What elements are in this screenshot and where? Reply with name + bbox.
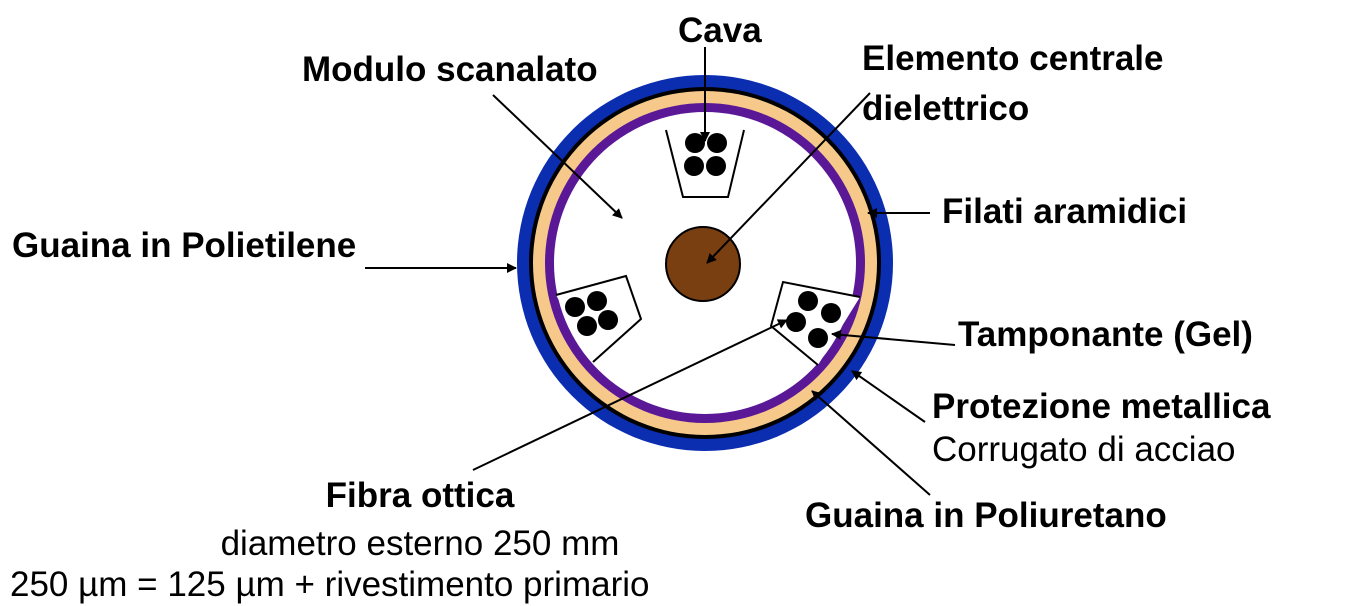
fiber-dot (707, 133, 727, 153)
label-elemento-centrale-line1: Elemento centrale (862, 39, 1164, 78)
fiber-dot (684, 156, 704, 176)
label-fibra-ottica: Fibra ottica (325, 476, 515, 515)
label-protezione-metallica: Protezione metallica (932, 387, 1271, 426)
central-dielectric-element (665, 226, 741, 302)
label-guaina-poliuretano: Guaina in Poliuretano (805, 496, 1167, 535)
arrow-tamponante (831, 329, 956, 346)
label-modulo-scanalato: Modulo scanalato (302, 50, 598, 89)
fiber-dot (821, 303, 841, 323)
fiber-dot (598, 310, 618, 330)
label-tamponante: Tamponante (Gel) (958, 315, 1253, 354)
label-corrugato: Corrugato di acciao (932, 430, 1236, 469)
fiber-dot (587, 291, 607, 311)
label-formula: 250 µm = 125 µm + rivestimento primario (10, 565, 650, 604)
fiber-dot (706, 156, 726, 176)
fiber-dot (565, 297, 585, 317)
label-guaina-polietilene: Guaina in Polietilene (12, 226, 357, 265)
arrow-modulo-scanalato (492, 94, 623, 219)
arrow-elemento-centrale (706, 92, 871, 264)
top-slot (665, 129, 745, 198)
arrow-guaina-poliuretano (811, 390, 931, 496)
label-diametro: diametro esterno 250 mm (220, 524, 620, 563)
label-cava: Cava (678, 11, 762, 50)
fiber-dot (808, 328, 828, 348)
right-slot (769, 280, 861, 366)
fiber-dot (685, 133, 705, 153)
left-slot (555, 274, 643, 363)
fiber-dot (798, 291, 818, 311)
arrow-protezione-metallica (851, 370, 926, 423)
label-elemento-centrale-line2: dielettrico (862, 89, 1030, 128)
fiber-dot (786, 312, 806, 332)
fiber-dot (577, 316, 597, 336)
leader-lines (365, 47, 956, 496)
arrow-fibra-ottica (472, 319, 788, 471)
label-filati-aramidici: Filati aramidici (942, 192, 1188, 231)
